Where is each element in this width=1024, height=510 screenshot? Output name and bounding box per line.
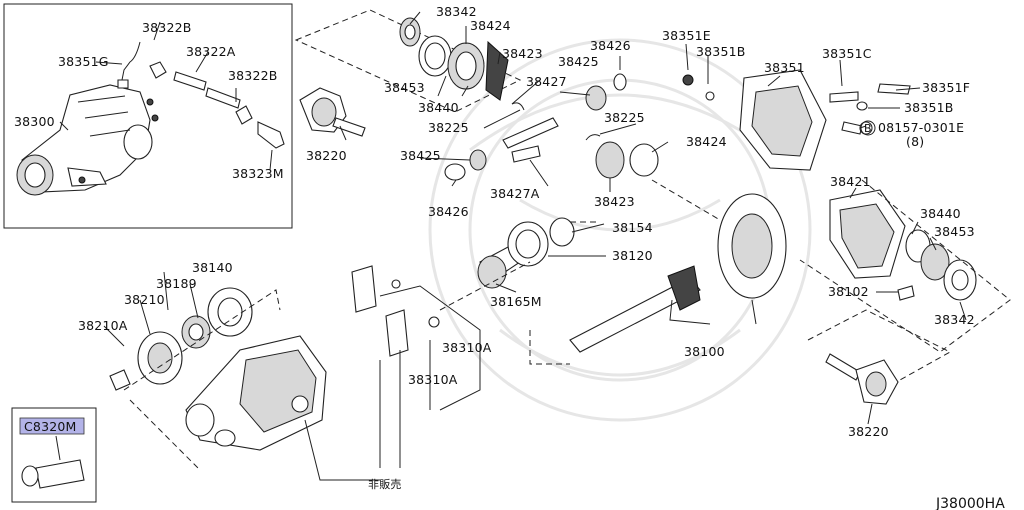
diff-case-illustration	[799, 179, 1011, 353]
label-38342-right: 38342	[934, 312, 975, 327]
label-08157-0301E: 08157-0301E	[878, 120, 964, 135]
label-38351B-top: 38351B	[696, 44, 746, 59]
label-38310A-upper: 38310A	[442, 340, 492, 355]
label-not-for-sale: 非販売	[368, 478, 402, 491]
label-38425-left: 38425	[400, 148, 441, 163]
label-38189: 38189	[156, 276, 197, 291]
label-38421: 38421	[830, 174, 871, 189]
label-38427: 38427	[526, 74, 567, 89]
label-38322B-top: 38322B	[142, 20, 192, 35]
label-38453-top: 38453	[384, 80, 425, 95]
label-38351: 38351	[764, 60, 805, 75]
label-38424-top: 38424	[470, 18, 511, 33]
label-38322B-right: 38322B	[228, 68, 278, 83]
label-C8320M: C8320M	[24, 419, 77, 434]
rear-cover-illustration	[682, 69, 911, 171]
assembly-inset-frame	[3, 3, 293, 229]
label-38351B-right: 38351B	[904, 100, 954, 115]
label-38351E: 38351E	[662, 28, 711, 43]
circle-b-marker	[860, 120, 876, 136]
rear-diff-assembly-illustration	[16, 84, 159, 196]
carrier-brackets	[304, 265, 481, 481]
label-qty-8: (8)	[906, 134, 924, 149]
label-38426-top: 38426	[590, 38, 631, 53]
label-38102: 38102	[828, 284, 869, 299]
label-38427A: 38427A	[490, 186, 540, 201]
label-38210: 38210	[124, 292, 165, 307]
label-38100: 38100	[684, 344, 725, 359]
label-38425-top: 38425	[558, 54, 599, 69]
c8320m-highlight	[19, 417, 85, 435]
ring-gear-drive-pinion	[529, 179, 787, 365]
label-38300: 38300	[14, 114, 55, 129]
label-38440-top: 38440	[418, 100, 459, 115]
leader-lines	[59, 11, 967, 425]
label-38423-top: 38423	[502, 46, 543, 61]
label-38165M: 38165M	[490, 294, 542, 309]
label-38351F: 38351F	[922, 80, 970, 95]
companion-flange-top	[299, 87, 366, 137]
label-38220-bottom: 38220	[848, 424, 889, 439]
diagram-code: J38000HA	[935, 496, 1005, 510]
companion-flange-bottom	[807, 309, 952, 405]
label-38220-top: 38220	[306, 148, 347, 163]
diff-carrier-illustration	[185, 335, 327, 451]
guide-box-top	[294, 9, 522, 113]
label-38440-right: 38440	[920, 206, 961, 221]
label-38322A: 38322A	[186, 44, 236, 59]
label-38323M: 38323M	[232, 166, 284, 181]
label-38210A: 38210A	[78, 318, 128, 333]
side-bearing-top	[399, 17, 509, 101]
circle-b-letter: B	[864, 122, 872, 135]
label-38225-top: 38225	[428, 120, 469, 135]
small-part-illustration	[21, 435, 85, 489]
label-38310A-lower: 38310A	[408, 372, 458, 387]
label-38453-right: 38453	[934, 224, 975, 239]
drive-pinion-bearing	[439, 217, 600, 311]
label-38424-right: 38424	[686, 134, 727, 149]
label-38154: 38154	[612, 220, 653, 235]
label-38426-left: 38426	[428, 204, 469, 219]
parts-inset-box	[11, 407, 97, 503]
label-38351C: 38351C	[822, 46, 872, 61]
label-38342-top: 38342	[436, 4, 477, 19]
label-38120: 38120	[612, 248, 653, 263]
label-38423-right: 38423	[594, 194, 635, 209]
part-labels: 38342 38424 38423 38453 38440 38225 3822…	[14, 4, 1005, 510]
front-bearing-stack	[109, 287, 281, 471]
label-38351G: 38351G	[58, 54, 109, 69]
pinion-mate-shaft	[444, 73, 659, 181]
label-38140: 38140	[192, 260, 233, 275]
label-38225-right: 38225	[604, 110, 645, 125]
breather-hose-illustration	[117, 41, 285, 149]
